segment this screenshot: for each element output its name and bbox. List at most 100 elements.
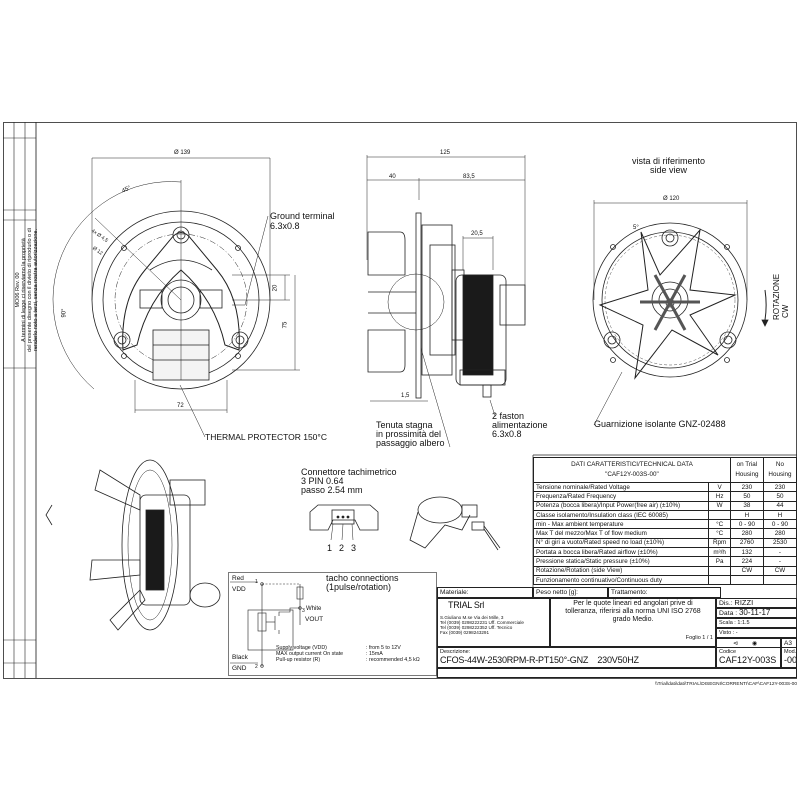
row-unit: m³/h xyxy=(708,547,731,558)
vout-label: VOUT xyxy=(305,616,324,623)
table-row: Funzionamento continuativo/Continuous du… xyxy=(532,574,798,586)
row-unit: Pa xyxy=(708,556,731,567)
col-no-line1: No xyxy=(775,461,784,468)
col-trial-line2: Housing xyxy=(735,471,759,478)
side-section-view xyxy=(366,155,526,448)
tacho-spec-1-value: : from 5 to 12V xyxy=(366,645,401,651)
row-trial-value: 230 xyxy=(729,481,764,493)
row-trial-value: H xyxy=(729,509,764,521)
thermal-protector-label: THERMAL PROTECTOR 150°C xyxy=(205,432,327,442)
company-address-1: S.Giuliano M.se Via dei Mille, 3 xyxy=(440,615,504,620)
seal-note-3: passaggio albero xyxy=(376,438,445,448)
table-row: Potenza (bocca libera)/Input Power(free … xyxy=(532,500,798,511)
faston-note-2: alimentazione xyxy=(492,420,548,430)
dim-20: 20 xyxy=(272,284,279,292)
row-trial-value: 0 - 90 xyxy=(729,519,764,530)
dim-diameter-139: Ø 139 xyxy=(174,150,191,156)
tolerance-line-1: Per le quote lineari ed angolari prive d… xyxy=(573,600,693,607)
row-no-housing-value: CW xyxy=(762,565,798,576)
table-header-row: DATI CARATTERISTICI/TECHNICAL DATA"CAF12… xyxy=(533,457,798,483)
visto-value: - xyxy=(735,630,738,636)
dis-row: Dis.: RIZZI xyxy=(716,598,797,608)
row-label: N° di giri a vuoto/Rated speed no load (… xyxy=(532,537,710,549)
codice-label: Codice xyxy=(719,649,737,655)
projection-cone-icon: ⊲ xyxy=(733,641,739,647)
row-no-housing-value: - xyxy=(762,547,798,558)
faston-note-3: 6.3x0.8 xyxy=(492,429,522,439)
row-trial-value: 132 xyxy=(729,547,764,558)
wire-black: Black xyxy=(232,654,248,661)
codice-block: Codice CAF12Y-003S xyxy=(716,647,781,668)
dim-diameter-120: Ø 120 xyxy=(663,196,680,202)
dim-72: 72 xyxy=(177,403,184,409)
row-no-housing-value: 0 - 90 xyxy=(762,519,798,530)
row-unit xyxy=(708,565,731,576)
row-label: min - Max ambient temperature xyxy=(532,519,710,530)
mod-label: Mod. xyxy=(784,649,797,655)
descrizione-label: Descrizione: xyxy=(440,649,471,655)
col-no-line2: Housing xyxy=(768,471,792,478)
gasket-label: Guarnizione isolante GNZ-02488 xyxy=(594,419,726,429)
notice-line-3: renderlo noto a terzi, senza nostra auto… xyxy=(33,229,39,351)
row-no-housing-value: 2530 xyxy=(762,537,798,549)
dim-angle-5: 5° xyxy=(633,225,639,231)
scala-row: Scala : 1:1.5 xyxy=(716,618,797,628)
tacho-spec-2-label: MAX output current On state xyxy=(276,651,344,657)
row-unit xyxy=(708,509,731,521)
dis-value: RIZZI xyxy=(734,598,754,607)
reference-subtitle: side view xyxy=(650,165,688,175)
row-trial-value: 50 xyxy=(729,491,764,502)
pin-3-label: 3 xyxy=(302,608,305,614)
perspective-view xyxy=(89,459,221,631)
tacho-spec-3-label: Pull-up resistor (R) xyxy=(276,657,321,663)
rotation-direction: CW xyxy=(781,304,790,318)
company-block: TRIAL Srl S.Giuliano M.se Via dei Mille,… xyxy=(437,598,550,647)
table-row: Classe isolamento/Insulation class (IEC … xyxy=(532,509,798,521)
title-block-empty-row xyxy=(437,668,797,678)
reference-title: vista di riferimento xyxy=(632,156,706,166)
company-address-3: Tel (0039) 0298222352 Uff. Tecnico xyxy=(440,625,513,630)
pin-1-label: 1 xyxy=(255,579,258,585)
dim-125: 125 xyxy=(440,150,451,156)
connector-drawings xyxy=(309,496,501,551)
gnd-label: GND xyxy=(232,665,247,672)
data-row: Data : 30-11-17 xyxy=(716,608,797,618)
ground-terminal-label: Ground terminal xyxy=(270,211,335,221)
seal-note-1: Tenuta stagna xyxy=(376,420,433,430)
row-label: Frequenza/Rated Frequency xyxy=(532,491,710,502)
connector-title: Connettore tachimetrico xyxy=(301,467,397,477)
dim-angle-90: 90° xyxy=(61,308,68,318)
descrizione-block: Descrizione: CFOS-44W-2530RPM-R-PT150°-G… xyxy=(437,647,716,668)
row-trial-value xyxy=(729,574,764,586)
trattamento-label: Trattamento: xyxy=(608,587,721,598)
projection-circle-icon: ◉ xyxy=(752,641,758,647)
visto-label: Visto : xyxy=(719,630,735,636)
dim-1-5: 1,5 xyxy=(401,393,410,399)
row-no-housing-value: H xyxy=(762,509,798,521)
materiale-label: Materiale: xyxy=(437,587,533,598)
row-no-housing-value xyxy=(762,574,798,586)
faston-note-1: 2 faston xyxy=(492,411,525,421)
arrow-mark xyxy=(45,504,53,526)
row-trial-value: 38 xyxy=(729,500,764,511)
row-unit: Rpm xyxy=(708,537,731,549)
mod-block: Mod. -00 xyxy=(781,647,797,668)
drawing-frame xyxy=(3,122,797,679)
descrizione-value: CFOS-44W-2530RPM-R-PT150°-GNZ 230V50HZ xyxy=(440,655,639,665)
row-trial-value: 280 xyxy=(729,528,764,539)
ground-terminal-size: 6.3x0.8 xyxy=(270,221,300,231)
row-trial-value: 224 xyxy=(729,556,764,567)
dim-83-5: 83,5 xyxy=(463,174,475,180)
mod-value: -00 xyxy=(784,655,797,665)
technical-data-table: DATI CARATTERISTICI/TECHNICAL DATA"CAF12… xyxy=(532,457,798,586)
codice-value: CAF12Y-003S xyxy=(719,655,777,665)
table-code: "CAF12Y-003S-00" xyxy=(605,471,659,478)
company-address-2: Tel (0039) 0298222231 Uff. Commerciale xyxy=(440,620,524,625)
vdd-label: VDD xyxy=(232,586,246,593)
